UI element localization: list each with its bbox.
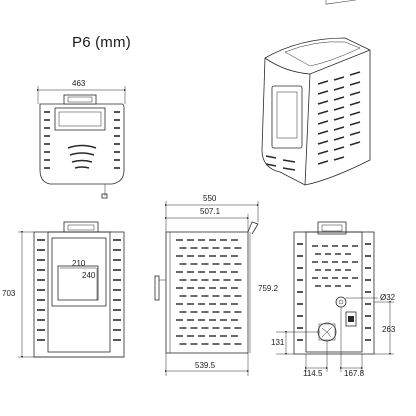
flue-outlet-icon xyxy=(335,296,347,308)
dim-front-height: 703 xyxy=(2,289,16,298)
page-title: P6 (mm) xyxy=(72,34,131,51)
dim-rear-flue-offset: 167.8 xyxy=(344,369,365,378)
dim-side-depth: 550 xyxy=(203,194,217,203)
top-view: 463 xyxy=(37,79,126,199)
dim-rear-outlet-offset: 114.5 xyxy=(303,369,323,378)
front-view: 703 210 240 xyxy=(2,221,125,358)
rear-view: Ø32 263 131 114.5 167.8 xyxy=(271,221,396,378)
dim-side-base: 539.5 xyxy=(195,361,216,370)
dim-rear-flue-diameter: Ø32 xyxy=(380,293,396,302)
dim-glass-height: 240 xyxy=(82,271,96,280)
isometric-view xyxy=(261,0,371,186)
dim-rear-flue-height: 263 xyxy=(382,325,396,334)
dim-side-inner-depth: 507.1 xyxy=(200,207,221,216)
dim-side-height: 759.2 xyxy=(258,284,279,293)
dim-glass-width: 210 xyxy=(72,259,86,268)
side-view: 550 507.1 759.2 539.5 xyxy=(154,194,279,376)
dim-top-width: 463 xyxy=(72,79,86,88)
dim-rear-outlet-height: 131 xyxy=(271,338,285,347)
